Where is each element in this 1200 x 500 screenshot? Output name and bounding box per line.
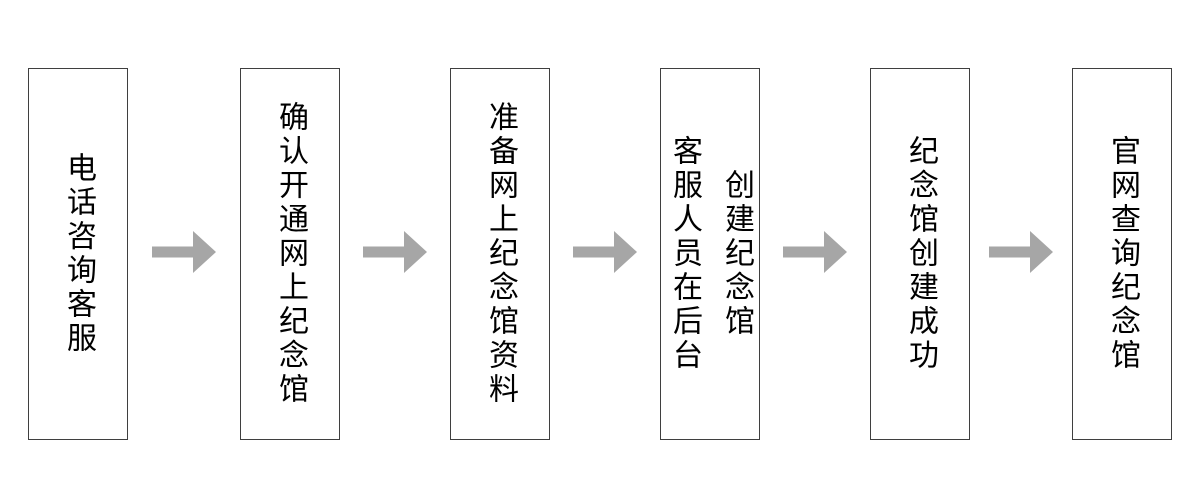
step-label-line: 官网查询纪念馆 [1106,135,1139,373]
arrow-right-icon [363,231,427,273]
step-label: 电话咨询客服 [52,152,104,356]
step-box-prepare-materials: 准备网上纪念馆资料 [450,68,550,440]
step-box-official-site-query: 官网查询纪念馆 [1072,68,1172,440]
arrow-right-icon [573,231,637,273]
step-label-line: 确认开通网上纪念馆 [274,101,307,407]
step-label-line: 创建纪念馆 [720,169,753,339]
step-label-line: 电话咨询客服 [62,152,95,356]
arrow-right-shape [989,231,1053,273]
step-label-line: 准备网上纪念馆资料 [484,101,517,407]
arrow-right-shape [573,231,637,273]
arrow-right-icon [152,231,216,273]
step-label: 准备网上纪念馆资料 [474,101,526,407]
step-label: 官网查询纪念馆 [1096,135,1148,373]
step-label: 纪念馆创建成功 [894,135,946,373]
arrow-right-icon [989,231,1053,273]
arrow-right-icon [783,231,847,273]
step-box-staff-create: 客服人员在后台 创建纪念馆 [660,68,760,440]
step-box-phone-consult: 电话咨询客服 [28,68,128,440]
step-box-confirm-open: 确认开通网上纪念馆 [240,68,340,440]
step-box-create-success: 纪念馆创建成功 [870,68,970,440]
arrow-right-shape [363,231,427,273]
step-label-line: 纪念馆创建成功 [904,135,937,373]
arrow-right-shape [152,231,216,273]
step-label: 确认开通网上纪念馆 [264,101,316,407]
step-label: 客服人员在后台 创建纪念馆 [658,135,762,373]
arrow-right-shape [783,231,847,273]
step-label-line: 客服人员在后台 [668,135,701,373]
